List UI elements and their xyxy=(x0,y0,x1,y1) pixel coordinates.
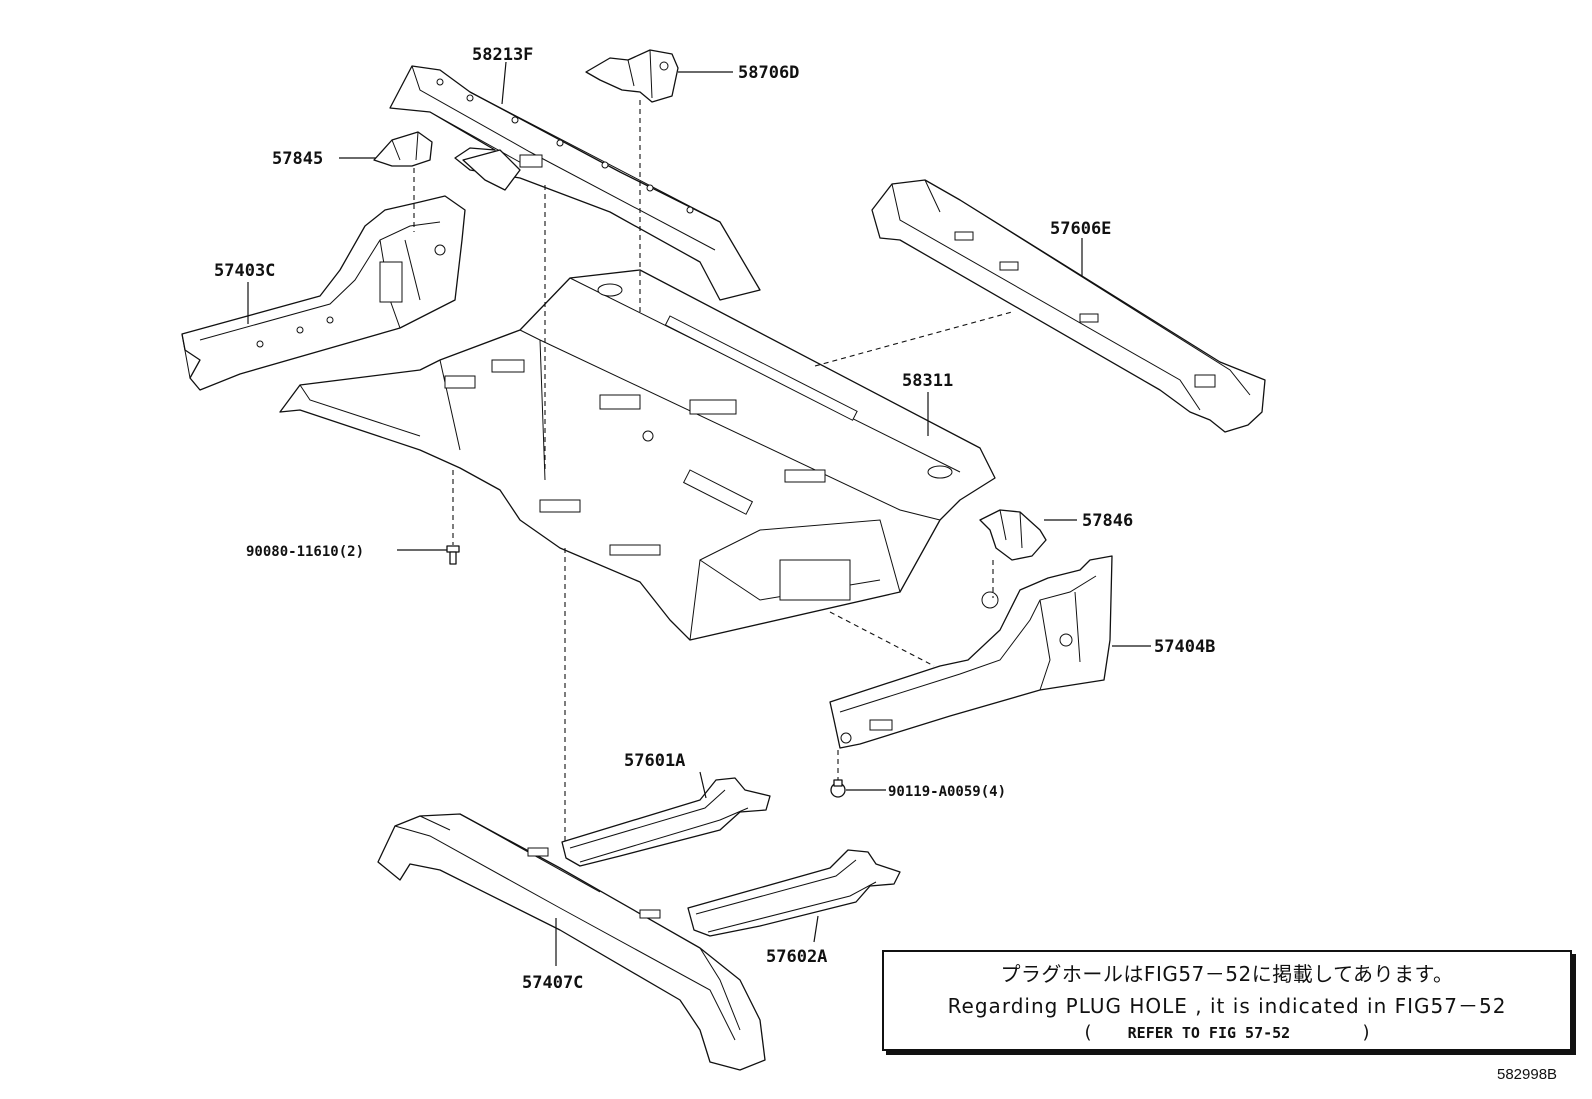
part-57846-drawing xyxy=(979,509,1047,561)
label-90080-11610: 90080-11610(2) xyxy=(246,544,364,560)
label-57403C: 57403C xyxy=(214,261,275,281)
label-57407C: 57407C xyxy=(522,973,583,993)
note-english-text: Regarding PLUG HOLE , it is indicated in… xyxy=(947,994,1507,1018)
note-ref-open-paren: ( xyxy=(1084,1022,1092,1043)
part-57602A-drawing xyxy=(687,849,901,937)
part-57407C-drawing xyxy=(377,813,766,1071)
label-57602A: 57602A xyxy=(766,947,827,967)
label-57846: 57846 xyxy=(1082,511,1133,531)
label-90119-A0059: 90119-A0059(4) xyxy=(888,784,1006,800)
label-57601A: 57601A xyxy=(624,751,685,771)
note-ref-close-paren: ) xyxy=(1362,1022,1370,1043)
bolt-90119-drawing xyxy=(830,779,846,798)
part-57403C-drawing xyxy=(181,195,466,391)
label-58311: 58311 xyxy=(902,371,953,391)
part-57606E-drawing xyxy=(871,179,1266,433)
plug-hole-note: プラグホールはFIG57－52に掲載してあります。 Regarding PLUG… xyxy=(882,950,1572,1051)
part-57601A-drawing xyxy=(561,777,771,867)
label-58706D: 58706D xyxy=(738,63,799,83)
part-58213F-drawing xyxy=(389,65,761,301)
label-57404B: 57404B xyxy=(1154,637,1215,657)
label-58213F: 58213F xyxy=(472,45,533,65)
label-57845: 57845 xyxy=(272,149,323,169)
leader-lines xyxy=(247,61,1151,966)
figure-id: 582998B xyxy=(1497,1066,1558,1083)
label-57606E: 57606E xyxy=(1050,219,1111,239)
part-57845-drawing xyxy=(373,131,433,167)
bolt-90080-drawing xyxy=(446,545,460,565)
part-57404B-drawing xyxy=(829,555,1113,749)
part-58311-drawing xyxy=(279,269,996,641)
part-labels: 58213F 58706D 57845 57606E 57403C 58311 … xyxy=(214,45,1215,993)
note-ref-text: REFER TO FIG 57-52 xyxy=(1127,1024,1291,1042)
note-refer-line: ( REFER TO FIG 57-52 ) xyxy=(884,1022,1570,1043)
note-japanese-text: プラグホールはFIG57－52に掲載してあります。 xyxy=(1000,962,1454,986)
dashed-guide-lines xyxy=(413,100,1013,842)
part-58706D-drawing xyxy=(585,49,679,103)
